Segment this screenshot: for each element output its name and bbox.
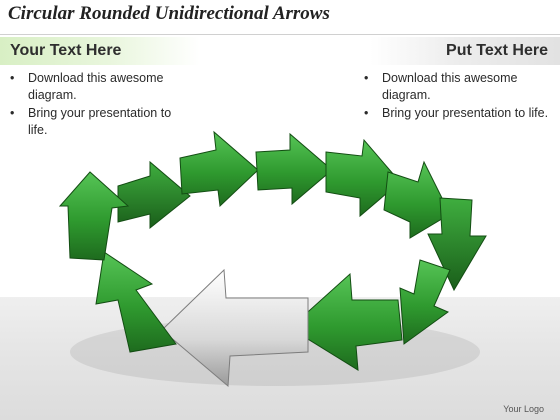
arrow-right-2 [399,259,451,345]
left-bullet-item: • Download this awesome diagram. [10,70,190,103]
arrow-back-4 [325,138,401,218]
arrow-back-2 [179,130,259,208]
bullet-glyph: • [10,71,15,85]
logo-placeholder: Your Logo [503,404,544,414]
title-divider [0,34,560,35]
right-bullet-item: • Bring your presentation to life. [364,105,554,122]
bullet-glyph: • [364,71,369,85]
right-bullet-text: Download this awesome diagram. [382,71,518,102]
right-bullet-text: Bring your presentation to life. [382,106,549,120]
left-bullet-text: Download this awesome diagram. [28,71,164,102]
left-panel-heading: Your Text Here [0,37,200,65]
left-bullet-text: Bring your presentation to life. [28,106,172,137]
arrow-back-3 [255,132,333,206]
bullet-glyph: • [10,106,15,120]
arrow-left-2 [58,171,130,261]
left-bullet-list: • Download this awesome diagram. • Bring y… [10,70,190,140]
right-bullet-list: • Download this awesome diagram. • Bring y… [364,70,554,124]
arrow-right-1 [427,197,487,292]
arrow-front-green [289,272,403,371]
arrow-left-1 [95,251,177,353]
arrow-back-1 [117,160,191,230]
slide-title: Circular Rounded Unidirectional Arrows [8,3,330,24]
left-bullet-item: • Bring your presentation to life. [10,105,190,138]
arrow-back-5 [383,160,451,239]
right-bullet-item: • Download this awesome diagram. [364,70,554,103]
arrow-front-silver [161,268,309,388]
right-panel-heading: Put Text Here [370,37,560,65]
bullet-glyph: • [364,106,369,120]
